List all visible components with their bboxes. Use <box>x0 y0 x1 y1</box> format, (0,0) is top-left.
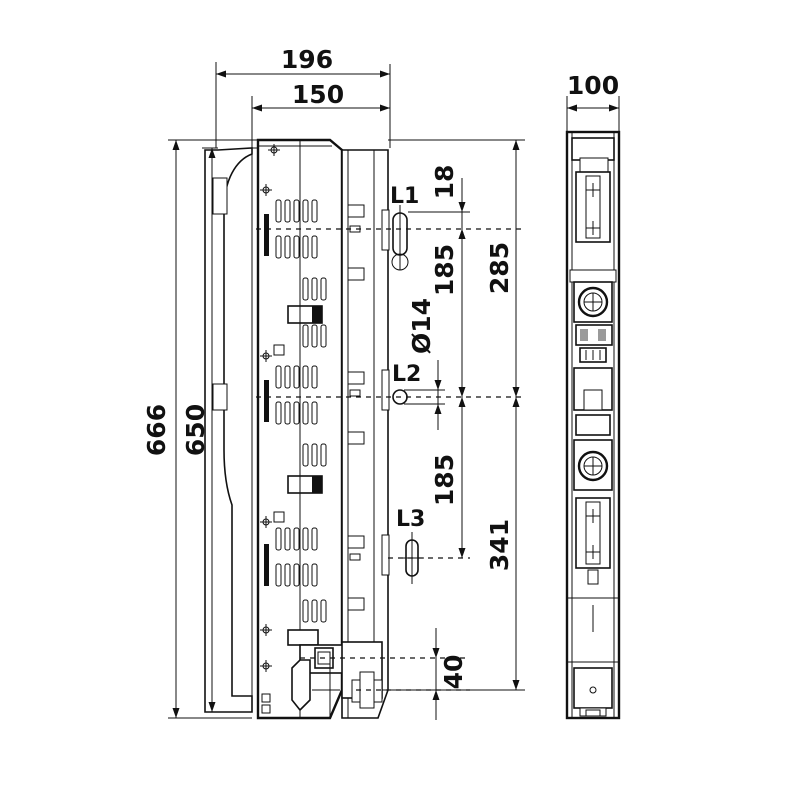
side-fuse-clip-bottom <box>575 497 611 585</box>
terminal-tab-l2 <box>381 369 390 411</box>
dimension-lines <box>168 62 525 720</box>
rear-bracket <box>204 147 253 713</box>
dim-196: 196 <box>281 45 333 74</box>
side-base <box>573 667 613 717</box>
label-l2: L2 <box>392 362 421 387</box>
side-terminal-block <box>575 324 613 363</box>
latch-blocks <box>273 305 323 646</box>
dim-185-lower: 185 <box>430 454 459 506</box>
dim-150: 150 <box>292 80 344 109</box>
side-fuse-clip-top <box>575 171 611 243</box>
side-rotary-screw-lower <box>573 439 613 491</box>
vent-slots <box>275 199 327 623</box>
terminal-tab-l1 <box>381 209 390 251</box>
terminal-tab-l3 <box>381 534 390 576</box>
dim-666: 666 <box>142 404 171 456</box>
label-l1: L1 <box>390 184 419 209</box>
side-rotary-screw-upper <box>573 281 613 323</box>
phase-marks <box>264 214 269 586</box>
side-view: 100 <box>565 71 621 720</box>
bottom-terminal <box>261 641 383 718</box>
screw-marks <box>260 144 280 672</box>
carrier-segments <box>347 204 365 611</box>
front-view <box>197 138 525 720</box>
label-l3: L3 <box>396 507 425 532</box>
dim-650: 650 <box>181 404 210 456</box>
dim-40: 40 <box>439 655 468 690</box>
dim-18: 18 <box>430 165 459 200</box>
dim-100: 100 <box>567 71 619 100</box>
dim-285: 285 <box>485 242 514 294</box>
contact-carrier <box>341 149 389 719</box>
dim-diameter-14: Ø14 <box>407 298 436 354</box>
dimension-labels: 196 150 666 650 18 185 185 285 341 Ø14 4… <box>142 45 514 689</box>
bracket-tab-mid <box>212 383 228 411</box>
dim-341: 341 <box>485 519 514 571</box>
bracket-tab-top <box>212 177 228 215</box>
hole-l1 <box>391 205 409 271</box>
dim-185-upper: 185 <box>430 244 459 296</box>
